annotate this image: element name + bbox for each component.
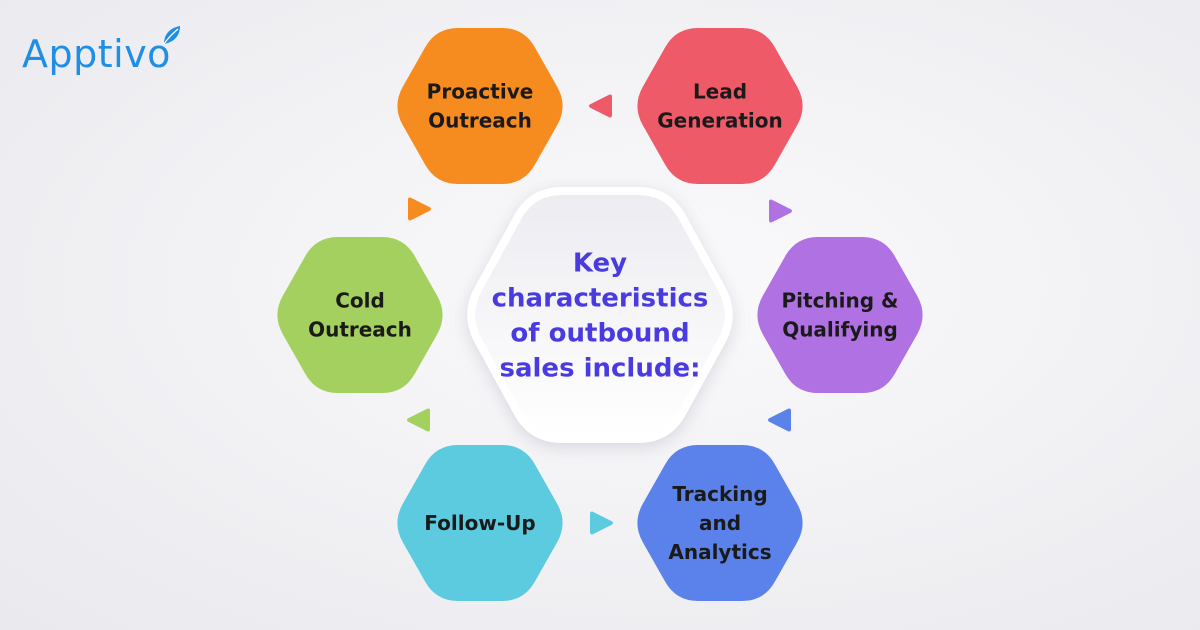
node-label-line: Qualifying [782, 318, 898, 342]
node-hexagon [397, 445, 563, 601]
center-title-line: sales include: [500, 354, 701, 384]
apptivo-logo: Apptivo [22, 24, 192, 84]
node-label-line: and [699, 511, 741, 535]
node-label-line: Generation [657, 109, 783, 133]
arrow-pitching-to-tracking-icon [768, 408, 791, 432]
node-label-line: Analytics [668, 540, 771, 564]
node-label-line: Follow-Up [424, 511, 535, 535]
node-pitching-qualifying: Pitching & Qualifying [757, 237, 923, 393]
node-label-line: Outreach [428, 109, 532, 133]
center-hexagon [467, 187, 733, 443]
center-title-line: characteristics [492, 284, 709, 314]
brand-name: Apptivo [22, 32, 171, 76]
node-label-line: Tracking [672, 482, 767, 506]
arrow-cold-to-followup-icon [407, 408, 430, 432]
leaf-icon [163, 26, 180, 45]
node-hexagon [637, 28, 803, 184]
node-label-line: Outreach [308, 318, 412, 342]
node-follow-up: Follow-Up [397, 445, 563, 601]
arrow-cold-to-proactive-icon [408, 197, 431, 221]
node-label-line: Proactive [427, 80, 534, 104]
center-hexagon-group: Key characteristics of outbound sales inclu… [467, 187, 733, 443]
node-label-line: Pitching & [782, 289, 899, 313]
node-label-line: Lead [693, 80, 747, 104]
node-hexagon [397, 28, 563, 184]
arrow-lead-to-proactive-icon [589, 94, 612, 118]
node-hexagon [637, 445, 803, 601]
center-title-line: Key [573, 249, 627, 279]
center-title-line: of outbound [510, 319, 689, 349]
node-hexagon [277, 237, 443, 393]
arrow-lead-to-pitching-icon [769, 199, 792, 223]
node-hexagon [757, 237, 923, 393]
arrow-followup-to-tracking-icon [590, 511, 613, 535]
node-label-line: Cold [335, 289, 385, 313]
